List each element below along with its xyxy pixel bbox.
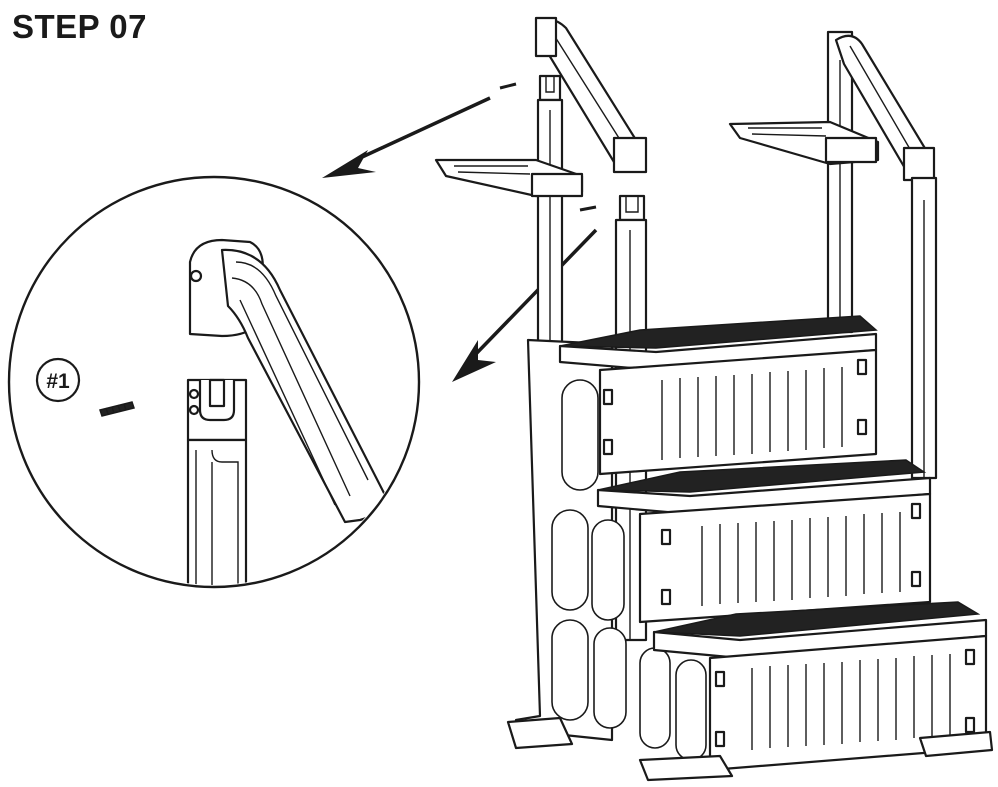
post-top-detail <box>186 378 248 585</box>
right-back-post <box>826 30 938 480</box>
callout-badge: #1 <box>35 357 81 403</box>
step-top <box>558 315 878 476</box>
arrows <box>322 82 598 382</box>
step-title: STEP 07 <box>12 8 147 45</box>
screw-mark-1 <box>499 82 517 90</box>
riser-slots-middle <box>701 512 901 606</box>
base-feet <box>506 716 994 782</box>
screw-mark-2 <box>579 205 597 212</box>
riser-slots-bottom <box>751 654 951 750</box>
arrow-head-1 <box>322 150 376 178</box>
left-hand-platform <box>434 158 584 198</box>
riser-slots-top <box>661 367 843 460</box>
step-middle <box>596 459 932 624</box>
handrail-cap-detail <box>188 238 387 524</box>
detail-magnifier: #1 <box>7 175 421 589</box>
step-bottom <box>652 601 988 772</box>
callout-label: #1 <box>46 370 70 393</box>
screw-detail <box>99 401 135 417</box>
screw-hole <box>189 269 203 283</box>
right-hand-platform <box>728 120 880 166</box>
ladder-assembly <box>434 16 994 782</box>
arrow-head-2 <box>452 340 496 382</box>
